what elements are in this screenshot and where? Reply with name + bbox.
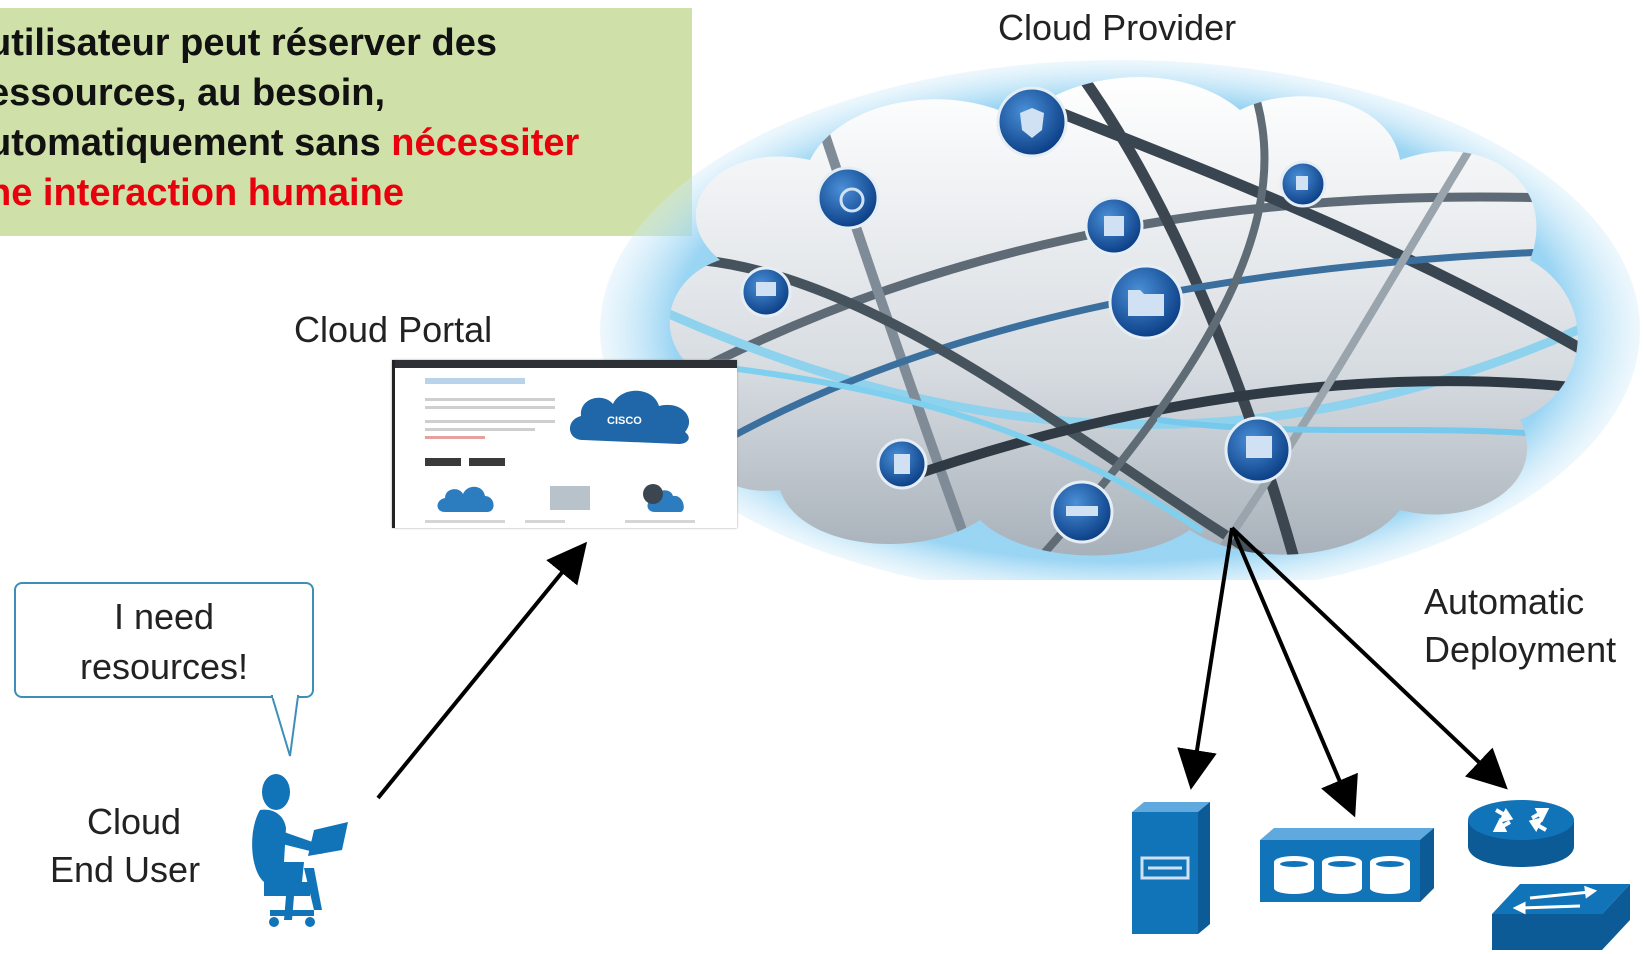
cloud-portal-label: Cloud Portal — [294, 309, 493, 350]
end-user-label-1: Cloud — [86, 801, 182, 842]
server-icon — [1132, 802, 1210, 934]
speech-line-1: I need — [113, 596, 215, 637]
callout-line-2: essources, au besoin, — [0, 72, 386, 114]
cisco-cloud-logo: CISCO — [569, 390, 690, 444]
cisco-logo-text: CISCO — [607, 415, 642, 427]
switch-icon — [1492, 884, 1630, 950]
speech-bubble: I need resources! — [14, 582, 314, 698]
callout-line-3-black: utomatiquement sans — [0, 122, 392, 164]
arrow-cloud-to-server — [1177, 527, 1234, 790]
callout-line-1: utilisateur peut réserver des — [0, 22, 497, 64]
user-with-laptop-icon — [252, 774, 348, 927]
portal-top-bar — [395, 360, 737, 368]
cloud-portal-screenshot: CISCO — [392, 360, 737, 528]
speech-line-2: resources! — [79, 646, 249, 687]
callout-line-3: utomatiquement sans nécessiter — [0, 118, 692, 168]
cloud-provider-graphic — [600, 60, 1640, 580]
automatic-deployment-label-1: Automatic — [1424, 581, 1585, 622]
arrow-cloud-to-storage — [1230, 527, 1358, 818]
storage-icon — [1260, 828, 1434, 902]
callout-line-4: ne interaction humaine — [0, 172, 404, 214]
cloud-provider-label: Cloud Provider — [998, 7, 1237, 48]
end-user-label-2: End User — [50, 849, 201, 890]
cloud-nodes — [740, 86, 1327, 544]
portal-title-line — [425, 378, 525, 384]
globe-icon — [816, 166, 880, 230]
arrow-user-to-portal — [376, 541, 588, 800]
callout-box: utilisateur peut réserver des essources,… — [0, 8, 692, 236]
speech-bubble-tail — [270, 694, 300, 757]
router-icon — [1468, 800, 1574, 867]
arrow-cloud-to-router — [1230, 526, 1508, 790]
automatic-deployment-label-2: Deployment — [1424, 629, 1617, 670]
portal-tiles — [437, 484, 684, 512]
callout-line-3-red: nécessiter — [391, 122, 580, 164]
